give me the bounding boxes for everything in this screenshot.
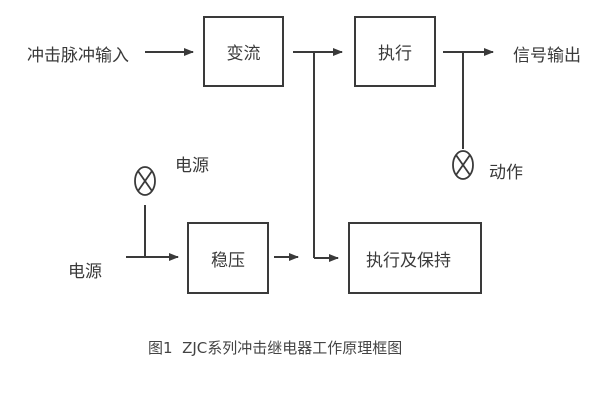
figure-caption: 图1 ZJC系列冲击继电器工作原理框图 (148, 339, 403, 357)
indicator-lamp-icon (452, 150, 474, 180)
action-lamp-label: 动作 (489, 163, 523, 183)
power-lamp-label: 电源 (175, 156, 209, 176)
converter-label: 变流 (226, 44, 261, 64)
regulator-block (187, 222, 269, 294)
regulator-label: 稳压 (211, 250, 245, 271)
executor-label: 执行 (378, 44, 412, 64)
execute-hold-block (348, 222, 482, 294)
execute-hold-label: 执行及保持 (366, 250, 451, 271)
input-label: 冲击脉冲输入 (27, 46, 129, 66)
executor-block (354, 16, 436, 87)
indicator-lamp-icon (134, 166, 156, 196)
converter-block (203, 16, 284, 87)
output-label: 信号输出 (513, 46, 581, 66)
power-input-label: 电源 (68, 262, 102, 282)
